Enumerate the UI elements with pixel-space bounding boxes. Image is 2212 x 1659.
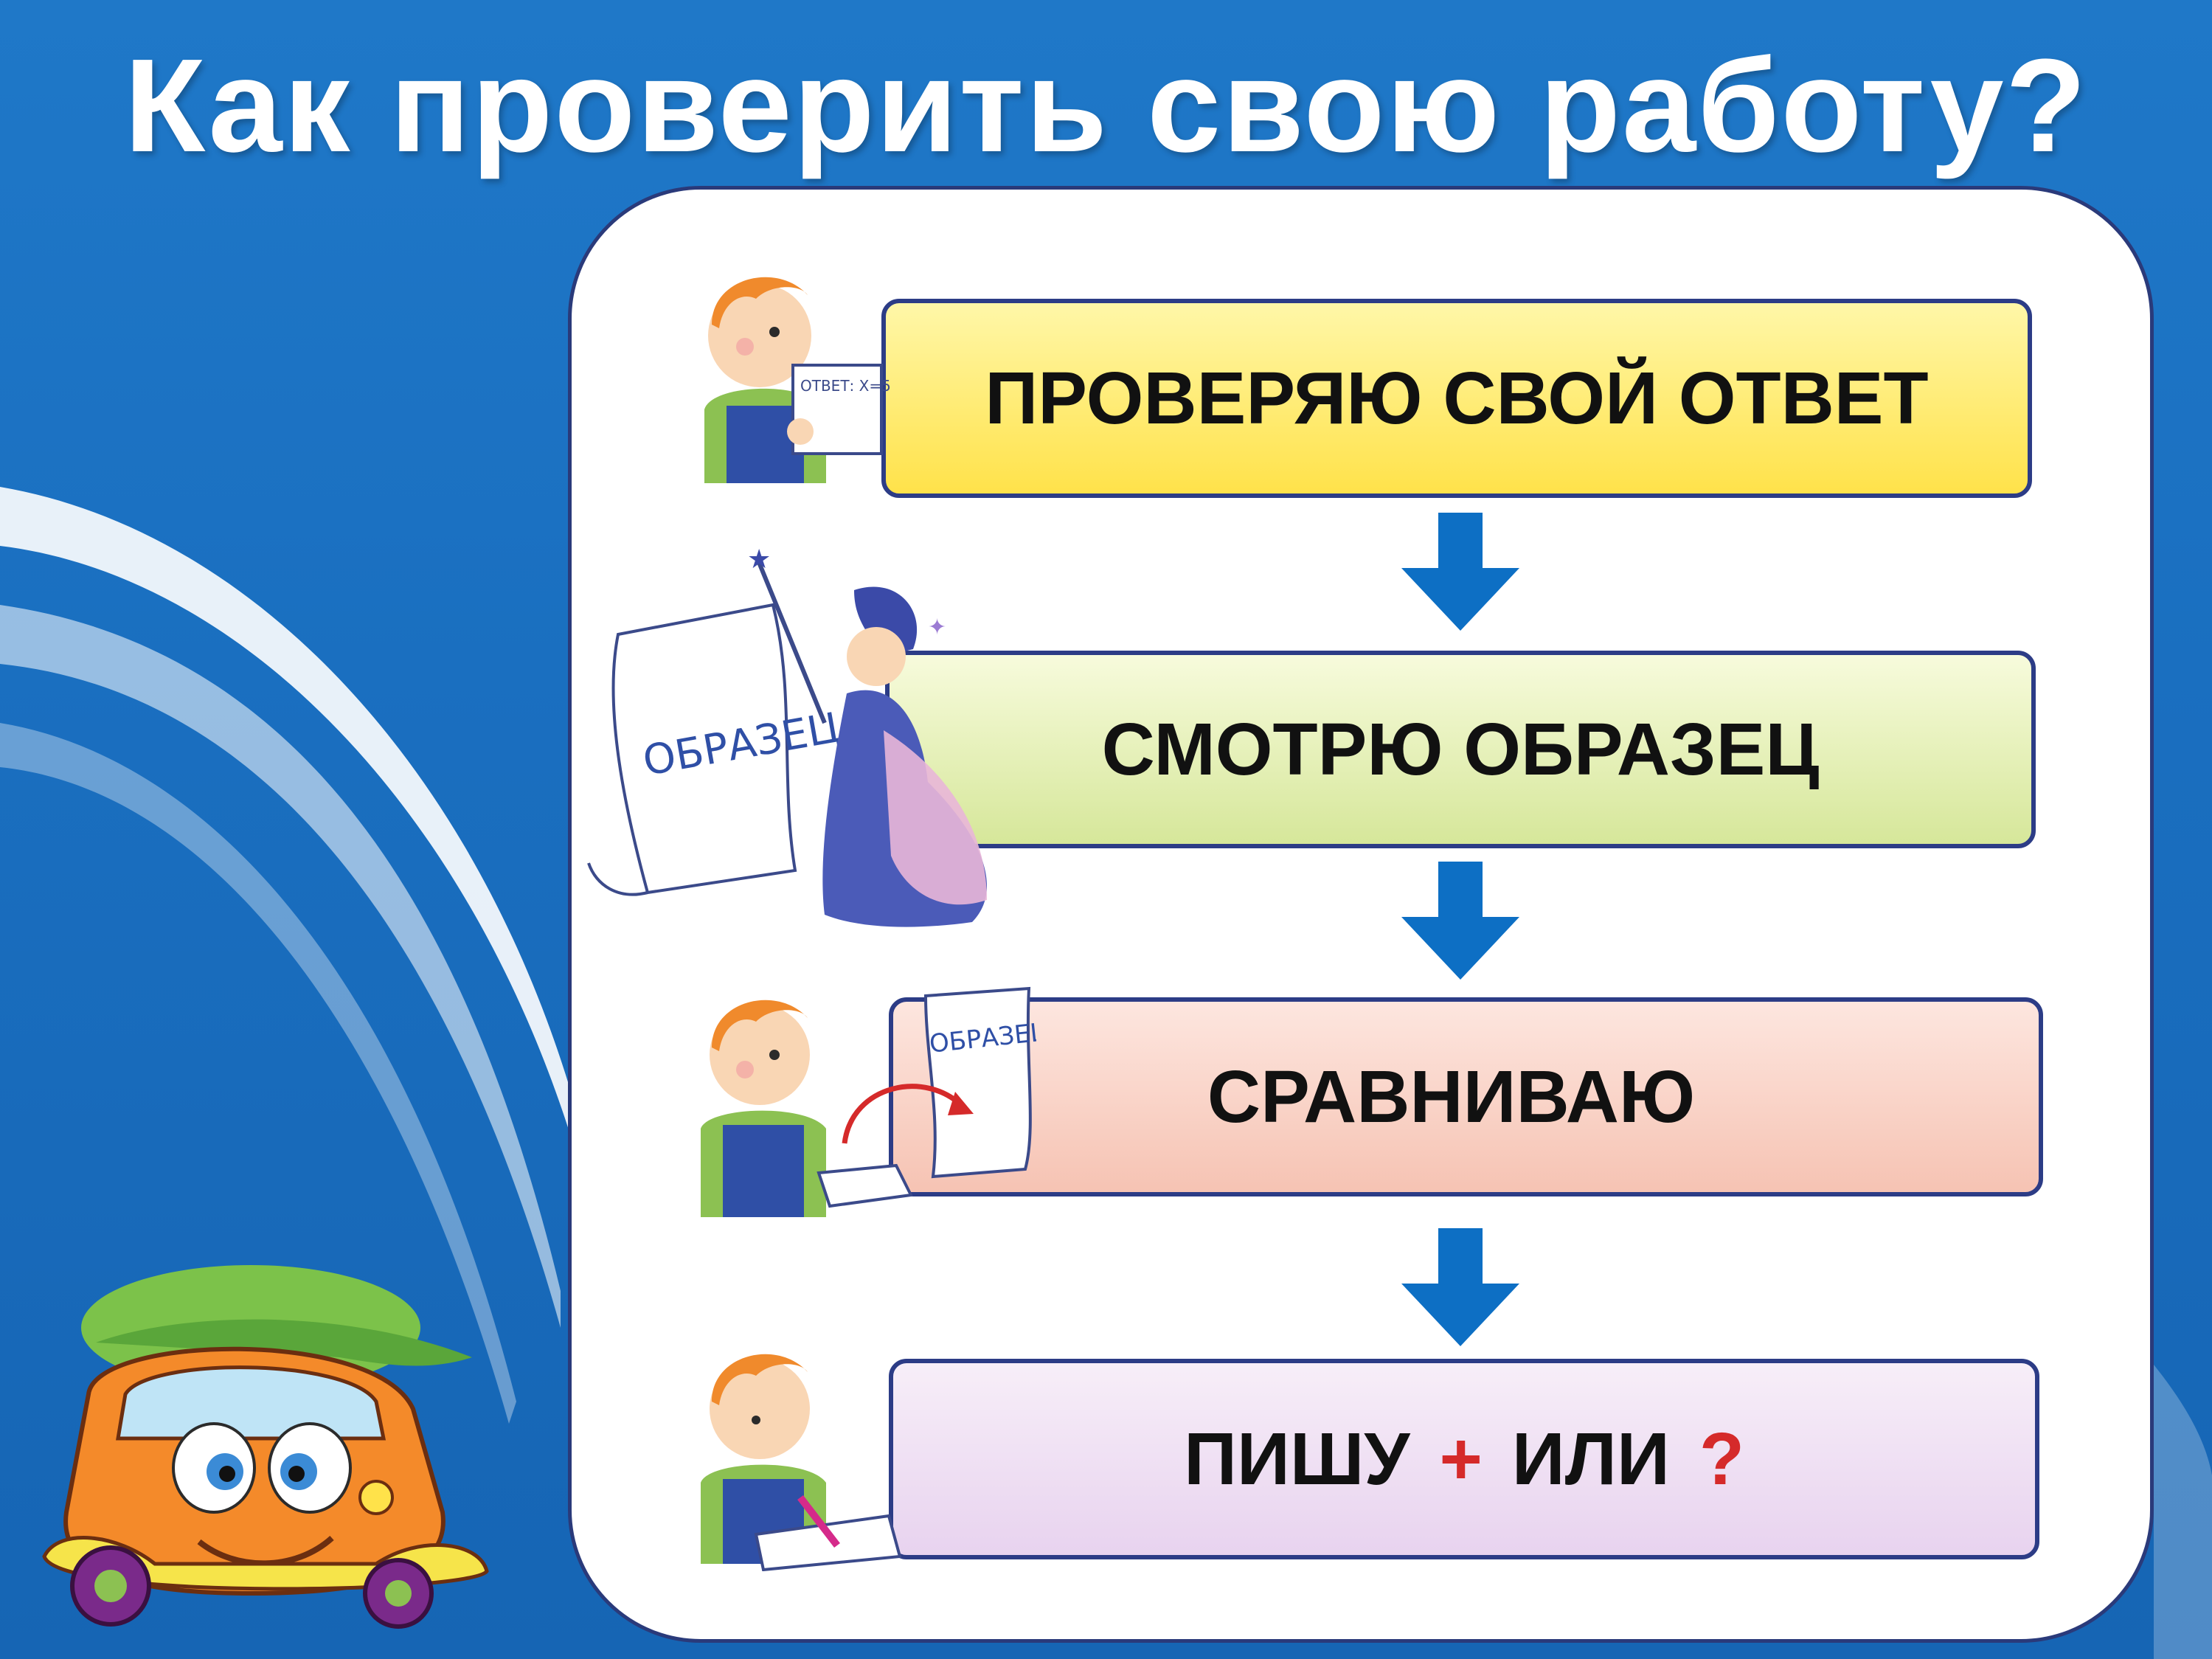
boy-comparing-icon: ОБРАЗЕЦ [701,986,1036,1217]
svg-text:★: ★ [747,546,771,575]
step-write-mark: ПИШУ + ИЛИ ? [889,1359,2039,1559]
boy-writing-icon [701,1354,902,1571]
fairy-with-sample-icon: ОБРАЗЕЦ ★ ✦ [587,546,987,927]
step-label: ПИШУ [1184,1417,1410,1500]
arrow-down-icon [1401,513,1519,631]
step-label-or: ИЛИ [1511,1417,1670,1500]
step-label: СРАВНИВАЮ [1207,1055,1696,1138]
svg-text:✦: ✦ [928,614,946,640]
arrow-down-icon [1401,1228,1519,1346]
step-label: СМОТРЮ ОБРАЗЕЦ [1101,707,1820,791]
step-look-sample: СМОТРЮ ОБРАЗЕЦ [885,651,2036,848]
plus-sign: + [1439,1417,1483,1500]
sheet-text: ОТВЕТ: Х=5 [800,377,891,395]
arrow-down-icon [1401,862,1519,980]
car-mascot-icon [42,1265,489,1629]
step-compare: СРАВНИВАЮ [889,997,2043,1196]
question-sign: ? [1699,1417,1744,1500]
step-label: ПРОВЕРЯЮ СВОЙ ОТВЕТ [985,356,1929,440]
slide-title: Как проверить свою работу? [124,32,2088,180]
boy-reading-icon: ОТВЕТ: Х=5 [704,277,891,483]
step-check-answer: ПРОВЕРЯЮ СВОЙ ОТВЕТ [881,299,2032,498]
